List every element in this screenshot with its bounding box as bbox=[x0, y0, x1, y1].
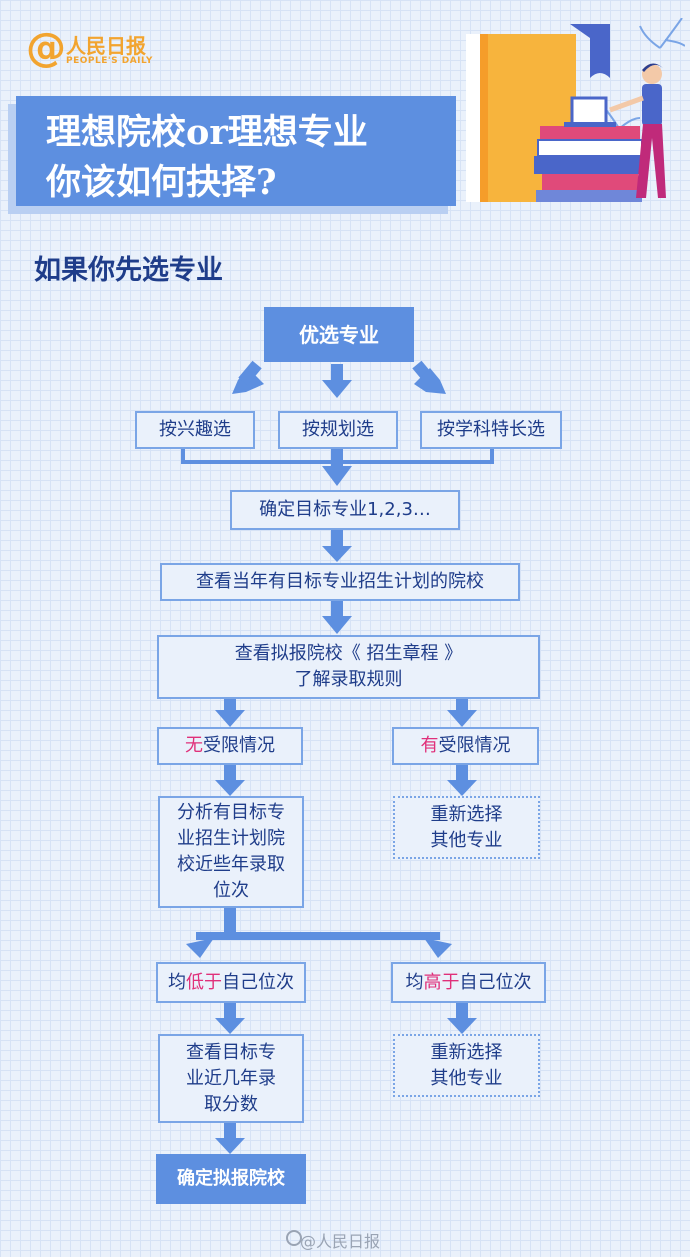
check-scores-box: 查看目标专 业近几年录 取分数 bbox=[158, 1034, 304, 1123]
reselect-line: 其他专业 bbox=[430, 1067, 503, 1089]
by-strength-box: 按学科特长选 bbox=[420, 411, 562, 449]
logo: @ 人民日报 PEOPLE'S DAILY bbox=[26, 26, 166, 74]
has-limit-highlight: 有 bbox=[420, 735, 439, 756]
arrow-shaft-analyze bbox=[224, 765, 236, 781]
lower-highlight: 低于 bbox=[186, 971, 222, 993]
arrow-shaft-scores bbox=[224, 1003, 236, 1019]
arrow-left-shaft bbox=[238, 360, 262, 386]
arrow-to-has-limit bbox=[447, 710, 477, 727]
reselect-line: 其他专业 bbox=[430, 829, 503, 851]
check-rules-box: 查看拟报院校《 招生章程 》 了解录取规则 bbox=[157, 635, 540, 699]
arrow-center-shaft bbox=[331, 364, 343, 382]
merge-line-right bbox=[490, 448, 494, 462]
split-line-horizontal bbox=[196, 932, 440, 940]
arrow-shaft-reselect2 bbox=[456, 1003, 468, 1019]
arrow-shaft-final bbox=[224, 1123, 236, 1141]
arrow-to-rules bbox=[322, 616, 352, 634]
check-scores-line: 取分数 bbox=[204, 1093, 258, 1115]
check-scores-line: 业近几年录 bbox=[186, 1067, 276, 1089]
arrow-shaft-no-limit bbox=[224, 698, 236, 712]
analyze-line: 校近些年录取 bbox=[177, 854, 285, 875]
section-heading: 如果你先选专业 bbox=[34, 255, 223, 286]
higher-suffix: 自己位次 bbox=[459, 971, 532, 993]
check-rules-line-2: 了解录取规则 bbox=[294, 669, 403, 690]
logo-subtitle: PEOPLE'S DAILY bbox=[66, 56, 153, 66]
lower-rank-box: 均低于自己位次 bbox=[156, 962, 306, 1003]
has-limit-box: 有受限情况 bbox=[392, 727, 539, 765]
merge-line-left bbox=[181, 448, 185, 462]
logo-at-mark: @ bbox=[26, 25, 66, 71]
analyze-line: 分析有目标专 bbox=[177, 802, 285, 823]
analyze-line: 位次 bbox=[213, 880, 249, 901]
logo-name: 人民日报 bbox=[66, 34, 146, 58]
reselect-line: 重新选择 bbox=[430, 1041, 503, 1063]
arrow-center-head bbox=[322, 380, 352, 398]
title-banner: 理想院校or理想专业 你该如何抉择? bbox=[16, 96, 456, 206]
has-limit-text: 受限情况 bbox=[438, 735, 511, 756]
books-illustration bbox=[466, 18, 685, 202]
analyze-line: 业招生计划院 bbox=[177, 828, 285, 849]
weibo-icon bbox=[286, 1230, 302, 1246]
by-interest-box: 按兴趣选 bbox=[135, 411, 255, 449]
by-plan-box: 按规划选 bbox=[278, 411, 398, 449]
arrow-to-determine bbox=[322, 466, 352, 486]
title-line-2: 你该如何抉择? bbox=[46, 162, 277, 203]
arrow-to-final bbox=[215, 1138, 245, 1154]
arrow-to-check-plan bbox=[322, 546, 352, 562]
final-box: 确定拟报院校 bbox=[156, 1154, 306, 1204]
no-limit-box: 无受限情况 bbox=[157, 727, 303, 765]
no-limit-highlight: 无 bbox=[185, 735, 203, 756]
arrow-to-lower bbox=[186, 938, 214, 958]
check-plan-box: 查看当年有目标专业招生计划的院校 bbox=[160, 563, 520, 601]
higher-rank-box: 均高于自己位次 bbox=[391, 962, 546, 1003]
start-box: 优选专业 bbox=[264, 307, 414, 362]
arrow-to-reselect2 bbox=[447, 1018, 477, 1034]
lower-suffix: 自己位次 bbox=[222, 971, 294, 993]
higher-highlight: 高于 bbox=[423, 971, 460, 993]
arrow-to-analyze bbox=[215, 780, 245, 796]
no-limit-text: 受限情况 bbox=[203, 735, 275, 756]
lower-prefix: 均 bbox=[168, 971, 186, 993]
determine-major-box: 确定目标专业1,2,3… bbox=[230, 490, 460, 530]
arrow-to-higher bbox=[424, 938, 452, 958]
arrow-to-no-limit bbox=[215, 710, 245, 727]
check-rules-line-1: 查看拟报院校《 招生章程 》 bbox=[234, 643, 463, 664]
check-scores-line: 查看目标专 bbox=[186, 1041, 276, 1063]
merge-line-center bbox=[331, 448, 343, 468]
arrow-shaft-2 bbox=[331, 530, 343, 548]
higher-prefix: 均 bbox=[405, 971, 424, 993]
arrow-shaft-has-limit bbox=[456, 698, 468, 712]
reselect-box-2: 重新选择 其他专业 bbox=[393, 1034, 540, 1097]
analyze-box: 分析有目标专 业招生计划院 校近些年录取 位次 bbox=[158, 796, 304, 908]
reselect-line: 重新选择 bbox=[430, 803, 503, 825]
arrow-shaft-reselect1 bbox=[456, 765, 468, 781]
reselect-box-1: 重新选择 其他专业 bbox=[393, 796, 540, 859]
arrow-right-diagonal bbox=[414, 368, 446, 394]
arrow-shaft-3 bbox=[331, 600, 343, 618]
split-line-center bbox=[224, 908, 236, 934]
title-line-1: 理想院校or理想专业 bbox=[46, 112, 368, 153]
arrow-to-reselect1 bbox=[447, 780, 477, 796]
arrow-to-scores bbox=[215, 1018, 245, 1034]
footer-watermark: @人民日报 bbox=[300, 1232, 381, 1251]
